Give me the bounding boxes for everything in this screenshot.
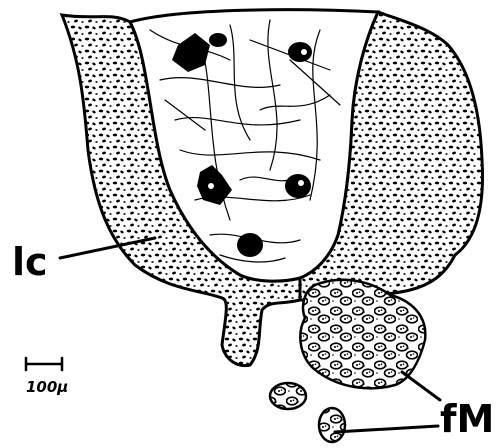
- cell-cluster: [300, 280, 425, 389]
- label-scale: 100µ: [26, 378, 68, 396]
- fm-leader-line-2: [335, 426, 438, 432]
- label-lc: lc: [12, 240, 48, 284]
- scale-bar: [26, 358, 62, 370]
- label-fm: fM: [440, 397, 494, 441]
- detached-cell-2: [319, 408, 345, 442]
- fm-leader-line-1: [402, 372, 440, 400]
- detached-cell-1: [270, 383, 306, 409]
